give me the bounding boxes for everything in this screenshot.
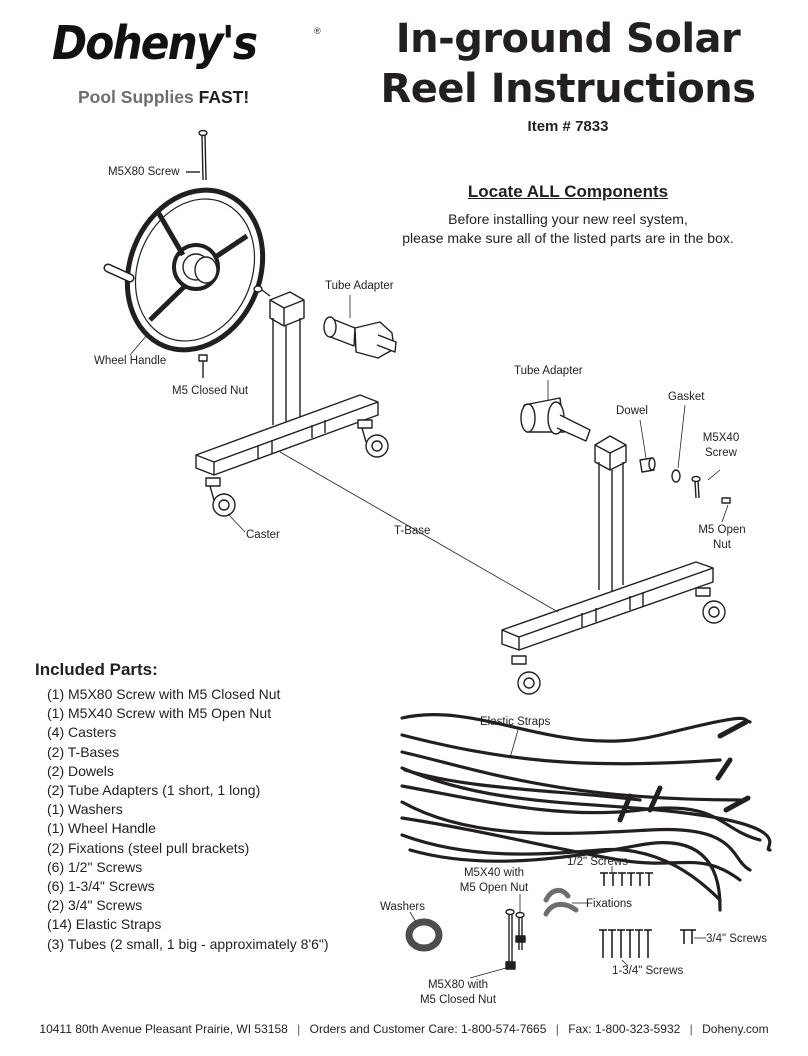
parts-list-item: (1) M5X40 Screw with M5 Open Nut (47, 705, 272, 722)
parts-list-item: (4) Casters (47, 724, 117, 741)
page-footer: 10411 80th Avenue Pleasant Prairie, WI 5… (0, 1022, 808, 1036)
caster-icon (205, 477, 236, 517)
m5-open-nut-icon (721, 497, 731, 504)
parts-list-item: (2) 3/4" Screws (47, 897, 143, 914)
parts-list-item: (6) 1-3/4" Screws (47, 878, 155, 895)
label-three-quarter-screws: 3/4" Screws (706, 933, 767, 945)
included-parts-heading: Included Parts: (35, 660, 158, 679)
page-title: In-ground Solar Reel Instructions (350, 14, 786, 114)
parts-list: (1) M5X80 Screw with M5 Closed Nut (1) M… (35, 685, 395, 954)
label-one-three-quarter-screws: 1-3/4" Screws (612, 965, 684, 977)
footer-separator: | (297, 1022, 301, 1036)
washers-icon (405, 918, 443, 952)
label-gasket: Gasket (668, 391, 705, 403)
parts-list-item: (14) Elastic Straps (47, 916, 162, 933)
caster-icon-4 (695, 587, 726, 624)
parts-list-item: (3) Tubes (2 small, 1 big - approximatel… (47, 935, 329, 952)
label-m5x40-screw-line-2: Screw (705, 447, 737, 459)
t-base-left-icon (195, 291, 379, 476)
label-m5-closed-nut: M5 Closed Nut (172, 385, 249, 397)
label-caster: Caster (246, 529, 280, 541)
logo-tagline: Pool Supplies FAST! (78, 87, 249, 108)
label-t-base: T-Base (394, 525, 431, 537)
m5x40-screw-icon (691, 475, 701, 499)
t-base-right-icon (501, 435, 714, 651)
label-m5x40-with-line-2: M5 Open Nut (459, 882, 529, 894)
parts-list-item: (1) Washers (47, 801, 123, 818)
wheel-handle-icon (103, 187, 266, 353)
label-tube-adapter-2: Tube Adapter (514, 365, 583, 377)
doheny-logo: Doheny's ® Pool Supplies FAST! (52, 16, 322, 107)
label-m5x40-screw-line-1: M5X40 (702, 432, 740, 444)
label-tube-adapter-1: Tube Adapter (325, 280, 394, 292)
label-m5x40-screw: M5X40 Screw (696, 431, 746, 461)
label-m5-open-nut-line-2: Nut (713, 539, 731, 551)
label-m5x80-with-line-1: M5X80 with (427, 979, 489, 991)
label-m5-open-nut-line-1: M5 Open (698, 524, 746, 536)
label-m5x80-screw: M5X80 Screw (108, 166, 180, 178)
logo-wordmark: Doheny's (52, 16, 258, 70)
logo-tagline-bold: FAST! (198, 87, 250, 107)
label-m5x40-with-line-1: M5X40 with (463, 867, 525, 879)
one-three-quarter-screws-icon (599, 929, 652, 958)
parts-list-item: (2) Dowels (47, 762, 114, 779)
parts-list-item: (1) Wheel Handle (47, 820, 156, 837)
m5-closed-nut-icon (198, 354, 208, 378)
tube-adapter-1-icon (323, 316, 397, 359)
label-wheel-handle: Wheel Handle (94, 355, 167, 367)
parts-list-item: (1) M5X80 Screw with M5 Closed Nut (47, 686, 281, 702)
parts-list-item: (2) Fixations (steel pull brackets) (47, 839, 250, 856)
three-quarter-screws-icon (680, 929, 696, 944)
label-elastic-straps: Elastic Straps (480, 716, 551, 728)
dowel-icon (639, 457, 656, 473)
footer-fax: Fax: 1-800-323-5932 (568, 1022, 681, 1036)
label-dowel: Dowel (616, 405, 648, 417)
elastic-straps-icon (400, 713, 772, 912)
caster-icon-3 (511, 655, 541, 695)
label-m5x40-with-nut: M5X40 with M5 Open Nut (456, 866, 532, 896)
tube-adapter-2-icon (520, 397, 591, 442)
footer-orders-phone: Orders and Customer Care: 1-800-574-7665 (309, 1022, 547, 1036)
footer-separator: | (555, 1022, 559, 1036)
label-half-screws: 1/2" Screws (567, 856, 628, 868)
title-line-1: In-ground Solar (395, 16, 741, 62)
label-fixations: Fixations (586, 898, 633, 910)
locate-line-1: Before installing your new reel system, (448, 211, 688, 227)
parts-list-item: (2) T-Bases (47, 743, 120, 760)
locate-heading: Locate ALL Components (467, 182, 669, 201)
footer-separator: | (689, 1022, 693, 1036)
parts-list-item: (6) 1/2" Screws (47, 858, 143, 875)
fixations-icon (543, 888, 579, 917)
m5x40-assembled-icon (515, 911, 526, 950)
included-parts: Included Parts: (1) M5X80 Screw with M5 … (35, 660, 395, 954)
logo-registered-mark: ® (314, 26, 321, 36)
caster-icon-2 (357, 419, 389, 458)
half-screws-icon (600, 872, 653, 886)
footer-address: 10411 80th Avenue Pleasant Prairie, WI 5… (39, 1022, 288, 1036)
m5x80-assembled-icon (505, 908, 516, 970)
logo-tagline-plain: Pool Supplies (78, 87, 194, 107)
locate-instructions: Before installing your new reel system, … (370, 210, 766, 248)
item-number: Item # 7833 (527, 118, 609, 135)
label-m5-open-nut: M5 Open Nut (692, 523, 752, 553)
label-m5x80-with-nut: M5X80 with M5 Closed Nut (416, 978, 500, 1008)
locate-line-2: please make sure all of the listed parts… (402, 230, 734, 246)
m5x80-screw-icon (198, 129, 208, 181)
parts-list-item: (2) Tube Adapters (1 short, 1 long) (47, 782, 261, 799)
label-m5x80-with-line-2: M5 Closed Nut (419, 994, 497, 1006)
footer-website: Doheny.com (702, 1022, 769, 1036)
title-line-2: Reel Instructions (380, 66, 757, 112)
gasket-icon (671, 469, 681, 483)
label-washers: Washers (380, 901, 425, 913)
